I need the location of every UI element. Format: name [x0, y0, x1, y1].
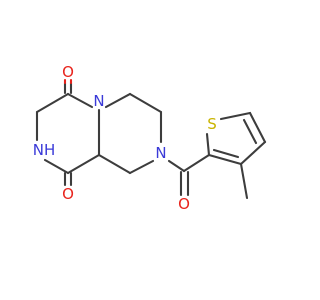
atom-o-carbonyl: O [178, 195, 190, 213]
atom-n-ring: N [93, 92, 104, 110]
atom-n-amide: N [155, 144, 166, 162]
bond-c4-c3 [239, 140, 267, 166]
atom-o-top: O [62, 63, 74, 81]
bond-s-c5 [219, 111, 252, 121]
molecule-structure: O N NH O N O S [32, 63, 267, 213]
bond-c3-c2-double [207, 148, 243, 166]
bond-n-amide-ch2-lower [128, 159, 155, 175]
bond-c4-ch2 [35, 92, 70, 114]
bond-ch2-ch2-right [128, 92, 163, 114]
bond-c2-s [205, 132, 211, 157]
bond-n-amide-carbonyl [167, 159, 186, 173]
bond-c3-methyl [239, 162, 249, 200]
bond-c1-c9a [66, 153, 101, 175]
bond-ch2-lower-c9a [97, 153, 132, 175]
bond-c1-o-bottom-double [63, 171, 73, 187]
bond-c5-c4-double [242, 111, 267, 145]
bond-c4-n [66, 92, 94, 109]
bond-c4-o-top-double [63, 78, 73, 95]
atom-o-bottom: O [62, 185, 74, 203]
bond-carbonyl-o-double [179, 170, 190, 197]
bond-carbonyl-thiophene [182, 153, 211, 173]
bond-n-ch2-upper [104, 92, 132, 109]
atom-s-thiophene: S [207, 115, 217, 133]
bond-nh-c1 [43, 158, 70, 175]
atom-nh: NH [33, 141, 56, 159]
